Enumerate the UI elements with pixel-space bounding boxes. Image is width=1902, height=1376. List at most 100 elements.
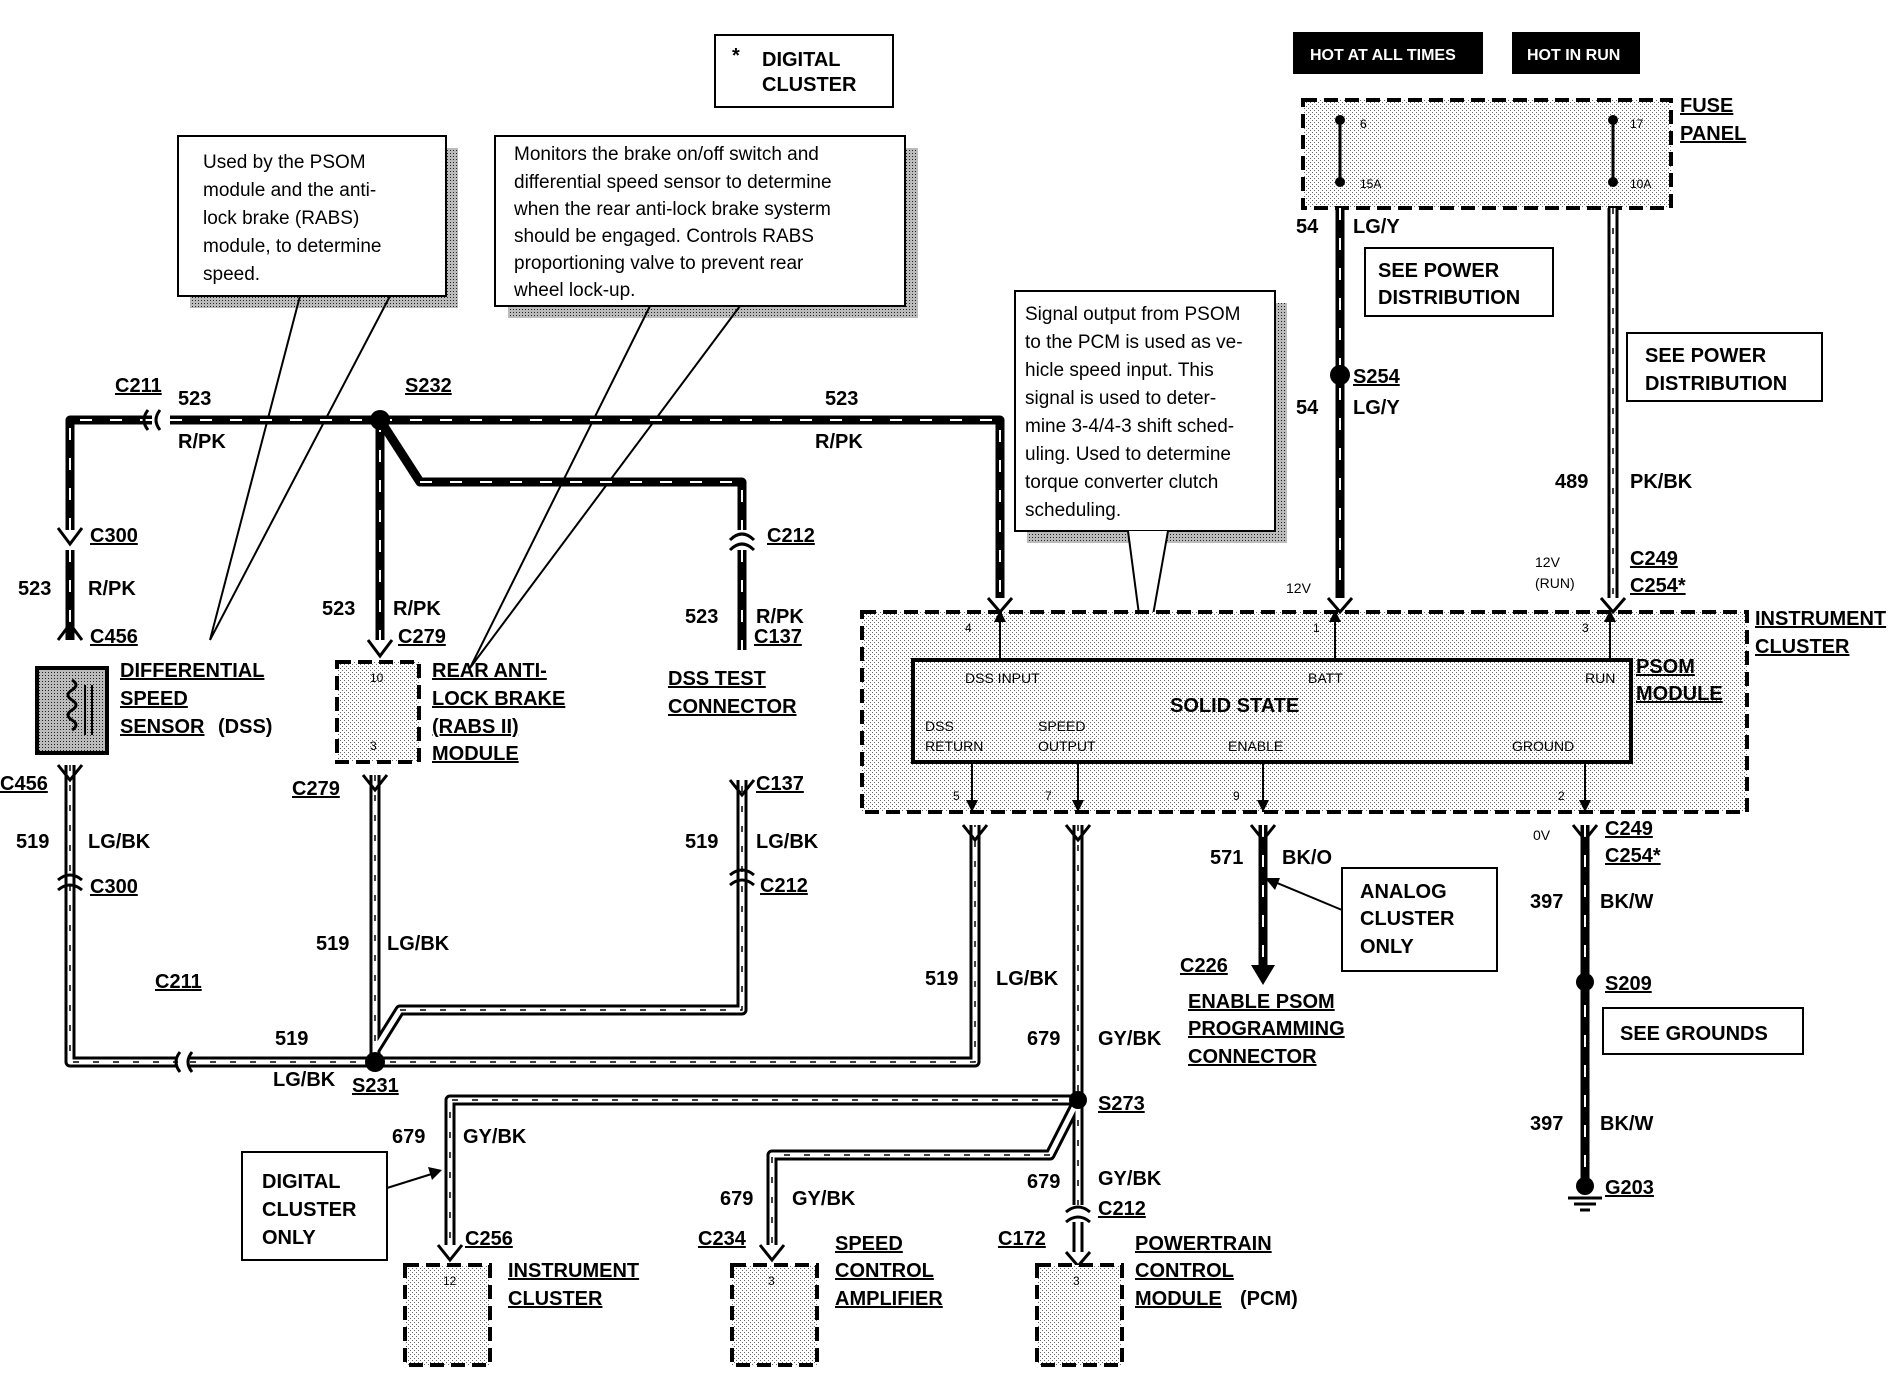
svg-text:to the PCM is used as ve-: to the PCM is used as ve- [1025,332,1243,353]
rabs-module: 10 3 REAR ANTI- LOCK BRAKE (RABS II) MOD… [335,660,565,765]
svg-text:C254*: C254* [1630,575,1686,597]
svg-text:ONLY: ONLY [1360,936,1414,958]
svg-text:module, to determine: module, to determine [203,236,382,257]
svg-text:1: 1 [1313,621,1320,635]
svg-text:679: 679 [720,1188,753,1210]
svg-text:SEE POWER: SEE POWER [1378,260,1500,282]
svg-text:DIGITAL: DIGITAL [762,49,841,71]
svg-text:CONNECTOR: CONNECTOR [1188,1046,1317,1068]
svg-text:C212: C212 [767,525,815,547]
svg-text:INSTRUMENT: INSTRUMENT [1755,608,1886,630]
svg-text:C137: C137 [754,626,802,648]
wire-519-lgbk [56,764,989,1073]
wire-571-bko [1249,824,1277,985]
pcm-module: 3 POWERTRAIN CONTROL MODULE (PCM) [1035,1233,1298,1367]
svg-text:BK/W: BK/W [1600,1113,1653,1135]
dss-note: Used by the PSOM module and the anti- lo… [177,135,458,641]
svg-text:C137: C137 [756,773,804,795]
svg-text:GY/BK: GY/BK [792,1188,856,1210]
svg-text:module and the anti-: module and the anti- [203,180,376,201]
svg-text:Signal output from PSOM: Signal output from PSOM [1025,304,1240,325]
svg-text:C279: C279 [292,778,340,800]
svg-text:519: 519 [16,831,49,853]
svg-text:CLUSTER: CLUSTER [262,1199,357,1221]
wire-679-gybk [436,824,1092,1269]
svg-text:should be engaged. Controls R: should be engaged. Controls RABS [514,226,814,247]
svg-text:OUTPUT: OUTPUT [1038,738,1096,754]
svg-text:54: 54 [1296,216,1319,238]
svg-text:ANALOG: ANALOG [1360,881,1447,903]
svg-text:C279: C279 [398,626,446,648]
svg-text:lock brake (RABS): lock brake (RABS) [203,208,359,229]
svg-text:519: 519 [316,933,349,955]
svg-text:571: 571 [1210,847,1243,869]
svg-text:12V: 12V [1286,580,1312,596]
svg-text:RETURN: RETURN [925,738,983,754]
svg-text:LOCK BRAKE: LOCK BRAKE [432,688,565,710]
svg-text:PK/BK: PK/BK [1630,471,1693,493]
svg-text:RUN: RUN [1585,670,1615,686]
hot-at-all-times-tab: HOT AT ALL TIMES [1293,32,1483,74]
svg-text:LG/Y: LG/Y [1353,397,1400,419]
svg-text:mine 3-4/4-3 shift sched-: mine 3-4/4-3 shift sched- [1025,416,1234,437]
svg-text:C234: C234 [698,1228,747,1250]
svg-text:397: 397 [1530,1113,1563,1135]
svg-text:17: 17 [1630,117,1644,131]
svg-text:differential speed sensor to d: differential speed sensor to determine [514,172,832,193]
svg-text:C212: C212 [760,875,808,897]
svg-text:hicle speed input. This: hicle speed input. This [1025,360,1214,381]
svg-text:C212: C212 [1098,1198,1146,1220]
svg-text:679: 679 [1027,1028,1060,1050]
psom-module-box: PSOM MODULE SOLID STATE DSS INPUT BATT R… [911,610,1723,812]
instrument-cluster-bottom: 12 INSTRUMENT CLUSTER [403,1260,639,1367]
svg-text:519: 519 [685,831,718,853]
svg-text:LG/BK: LG/BK [756,831,819,853]
svg-text:S273: S273 [1098,1093,1145,1115]
dss-test-connector: DSS TEST CONNECTOR [668,668,797,718]
svg-text:679: 679 [392,1126,425,1148]
wire-54-lgy [1326,208,1354,615]
svg-text:C211: C211 [115,375,162,397]
svg-text:*: * [732,45,740,67]
fuse-panel: 6 15A 17 10A FUSE PANEL [1301,95,1746,210]
svg-text:DISTRIBUTION: DISTRIBUTION [1378,287,1520,309]
svg-text:SENSOR: SENSOR [120,716,205,738]
svg-text:SOLID STATE: SOLID STATE [1170,695,1299,717]
svg-text:C249: C249 [1605,818,1653,840]
svg-text:(DSS): (DSS) [218,716,272,738]
svg-text:519: 519 [925,968,958,990]
analog-cluster-only: ANALOG CLUSTER ONLY [1265,867,1498,972]
enable-psom-connector: ENABLE PSOM PROGRAMMING CONNECTOR [1188,991,1345,1068]
svg-text:3: 3 [1073,1274,1080,1288]
svg-text:7: 7 [1045,789,1052,803]
svg-text:AMPLIFIER: AMPLIFIER [835,1288,943,1310]
svg-text:DISTRIBUTION: DISTRIBUTION [1645,373,1787,395]
svg-text:C226: C226 [1180,955,1228,977]
svg-text:C300: C300 [90,876,138,898]
svg-text:C456: C456 [0,773,48,795]
see-power-distribution-1: SEE POWER DISTRIBUTION [1364,247,1554,317]
svg-text:0V: 0V [1533,827,1551,843]
svg-text:54: 54 [1296,397,1319,419]
svg-text:R/PK: R/PK [178,431,226,453]
svg-text:LG/BK: LG/BK [273,1069,336,1091]
svg-text:POWERTRAIN: POWERTRAIN [1135,1233,1272,1255]
svg-text:CLUSTER: CLUSTER [762,74,857,96]
digital-cluster-legend: * DIGITAL CLUSTER [714,34,894,108]
wire-489-pkbk [1599,208,1627,615]
svg-text:S254: S254 [1353,366,1401,388]
svg-text:10: 10 [370,671,384,685]
svg-text:6: 6 [1360,117,1367,131]
svg-text:PROGRAMMING: PROGRAMMING [1188,1018,1345,1040]
circuit-labels: 523 R/PK 523 R/PK 523 R/PK 523 R/PK 523 … [16,216,1693,1210]
svg-text:GY/BK: GY/BK [1098,1168,1162,1190]
svg-text:CLUSTER: CLUSTER [1360,908,1455,930]
svg-text:MODULE: MODULE [1135,1288,1222,1310]
svg-text:DSS: DSS [925,718,954,734]
dss-sensor: DIFFERENTIAL SPEED SENSOR (DSS) [35,660,272,755]
svg-text:PANEL: PANEL [1680,123,1746,145]
svg-text:CONTROL: CONTROL [1135,1260,1234,1282]
svg-text:CONTROL: CONTROL [835,1260,934,1282]
svg-text:R/PK: R/PK [815,431,863,453]
svg-text:CLUSTER: CLUSTER [1755,636,1850,658]
